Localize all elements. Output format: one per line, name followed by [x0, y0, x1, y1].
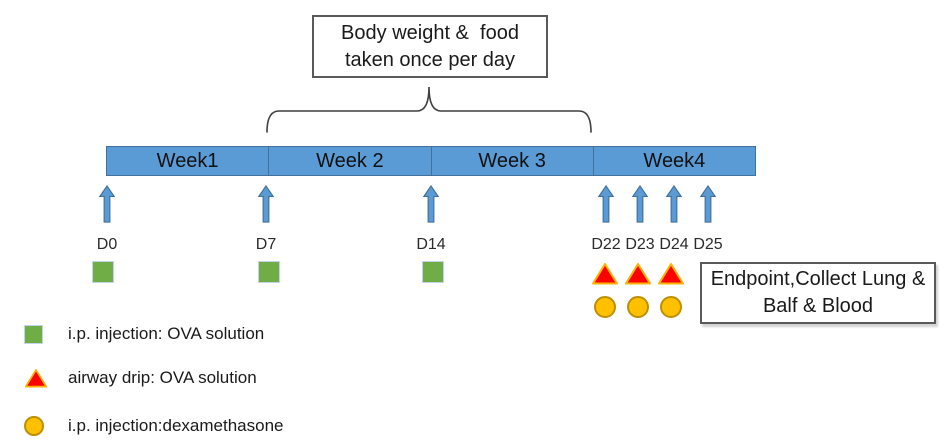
- day-label-d22: D22: [591, 236, 621, 253]
- day-label-d24: D24: [659, 236, 689, 253]
- timepoint-arrow-icon: [666, 185, 682, 223]
- dexamethasone-marker-icon: [660, 296, 682, 318]
- week-segment-2: Week 2: [268, 147, 430, 175]
- timepoint-arrow-icon: [700, 185, 716, 223]
- legend-label: airway drip: OVA solution: [68, 368, 257, 387]
- legend-item-dexamethasone: i.p. injection:dexamethasone: [24, 414, 283, 438]
- yellow-circle-icon: [24, 416, 48, 436]
- timepoint-arrow-icon: [632, 185, 648, 223]
- day-label-d7: D7: [255, 236, 277, 253]
- day-label-d23: D23: [625, 236, 655, 253]
- day-label-d14: D14: [416, 236, 446, 253]
- week-segment-4: Week4: [592, 147, 755, 175]
- legend-item-airway-drip: airway drip: OVA solution: [24, 366, 257, 390]
- week-segment-3: Week 3: [430, 147, 593, 175]
- day-label-d0: D0: [96, 236, 118, 253]
- timeline-bar: Week1 Week 2 Week 3 Week4: [106, 146, 756, 176]
- dexamethasone-marker-icon: [594, 296, 616, 318]
- bodyweight-note-line1: Body weight & food: [341, 21, 519, 44]
- airway-drip-marker-icon: [625, 263, 651, 285]
- airway-drip-marker-icon: [658, 263, 684, 285]
- legend-label: i.p. injection:dexamethasone: [68, 416, 284, 435]
- timepoint-arrow-icon: [99, 185, 115, 223]
- bodyweight-note-box: Body weight & food taken once per day: [312, 15, 548, 78]
- week-segment-1: Week1: [156, 149, 219, 172]
- ova-injection-marker-icon: [258, 261, 280, 283]
- bodyweight-note-line2: taken once per day: [344, 48, 516, 71]
- endpoint-note-box: Endpoint,Collect Lung & Balf & Blood: [700, 262, 936, 324]
- timepoint-arrow-icon: [598, 185, 614, 223]
- timepoint-arrow-icon: [258, 185, 274, 223]
- curly-brace-icon: [266, 86, 592, 133]
- green-square-icon: [24, 324, 48, 344]
- red-triangle-icon: [24, 368, 48, 389]
- endpoint-note-line1: Endpoint,Collect Lung &: [710, 268, 926, 290]
- endpoint-note-line2: Balf & Blood: [762, 295, 874, 317]
- day-label-d25: D25: [693, 236, 723, 253]
- dexamethasone-marker-icon: [627, 296, 649, 318]
- ova-injection-marker-icon: [422, 261, 444, 283]
- airway-drip-marker-icon: [592, 263, 618, 285]
- legend-label: i.p. injection: OVA solution: [68, 324, 265, 343]
- ova-injection-marker-icon: [92, 261, 114, 283]
- timepoint-arrow-icon: [423, 185, 439, 223]
- legend-item-ova-injection: i.p. injection: OVA solution: [24, 322, 264, 346]
